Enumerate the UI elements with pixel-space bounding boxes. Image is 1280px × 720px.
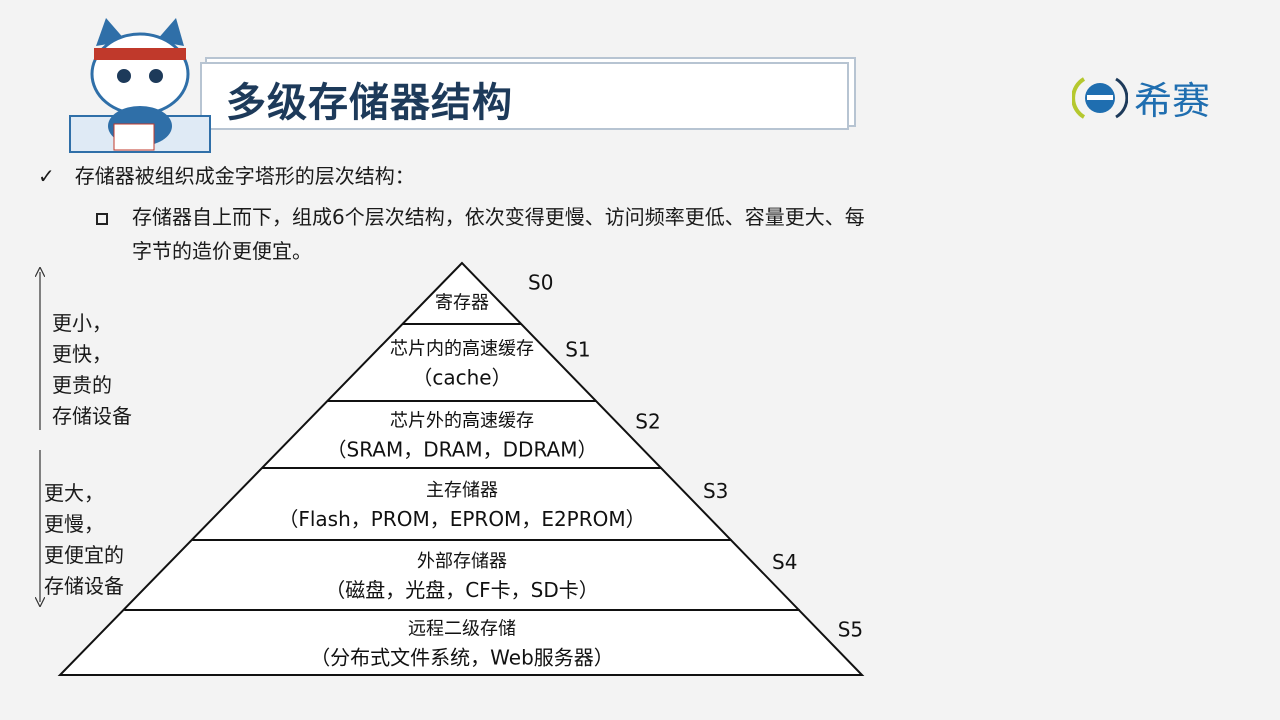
bullet-2: 存储器自上而下，组成6个层次结构，依次变得更慢、访问频率更低、容量更大、每字节的… xyxy=(96,200,876,268)
side-label-bottom: 更大， 更慢， 更便宜的 存储设备 xyxy=(44,478,124,602)
level-label: （SRAM，DRAM，DDRAM） xyxy=(327,438,598,462)
level-id: S4 xyxy=(772,550,797,574)
side-text: 更快， xyxy=(52,342,112,366)
side-label-top: 更小， 更快， 更贵的 存储设备 xyxy=(52,308,132,432)
level-label: 远程二级存储 xyxy=(408,619,516,640)
bullet-text: 存储器被组织成金字塔形的层次结构： xyxy=(74,164,415,188)
level-id: S1 xyxy=(565,338,590,362)
level-label: 芯片外的高速缓存 xyxy=(390,411,534,432)
level-label: 外部存储器 xyxy=(417,551,507,572)
level-id: S0 xyxy=(528,271,553,295)
level-label: 寄存器 xyxy=(435,293,489,314)
level-id: S2 xyxy=(635,410,660,434)
side-text: 更慢， xyxy=(44,512,104,536)
side-text: 更贵的 xyxy=(52,373,112,397)
side-text: 存储设备 xyxy=(52,404,132,428)
bullet-1: ✓ 存储器被组织成金字塔形的层次结构： xyxy=(38,160,415,189)
level-id: S5 xyxy=(838,618,863,642)
side-text: 存储设备 xyxy=(44,574,124,598)
cat-mascot-icon xyxy=(69,18,211,153)
level-label: （磁盘，光盘，CF卡，SD卡） xyxy=(325,578,599,602)
check-icon: ✓ xyxy=(38,164,55,188)
page-title: 多级存储器结构 xyxy=(226,80,513,126)
level-label: （Flash，PROM，EPROM，E2PROM） xyxy=(278,507,645,531)
side-text: 更小， xyxy=(52,311,112,335)
side-text: 更大， xyxy=(44,481,104,505)
bullet-text: 存储器自上而下，组成6个层次结构，依次变得更慢、访问频率更低、容量更大、每字节的… xyxy=(132,205,865,263)
level-label: （分布式文件系统，Web服务器） xyxy=(310,646,614,670)
title-banner xyxy=(200,62,849,130)
level-id: S3 xyxy=(703,479,728,503)
brand-name: 希赛 xyxy=(1134,79,1211,123)
e-circle-logo-icon xyxy=(1072,76,1128,119)
brand-logo: 希赛 xyxy=(1072,70,1210,125)
level-label: 主存储器 xyxy=(426,480,498,501)
level-label: 芯片内的高速缓存 xyxy=(390,339,534,360)
side-text: 更便宜的 xyxy=(44,543,124,567)
level-label: （cache） xyxy=(412,366,511,390)
square-bullet-icon xyxy=(96,212,108,225)
